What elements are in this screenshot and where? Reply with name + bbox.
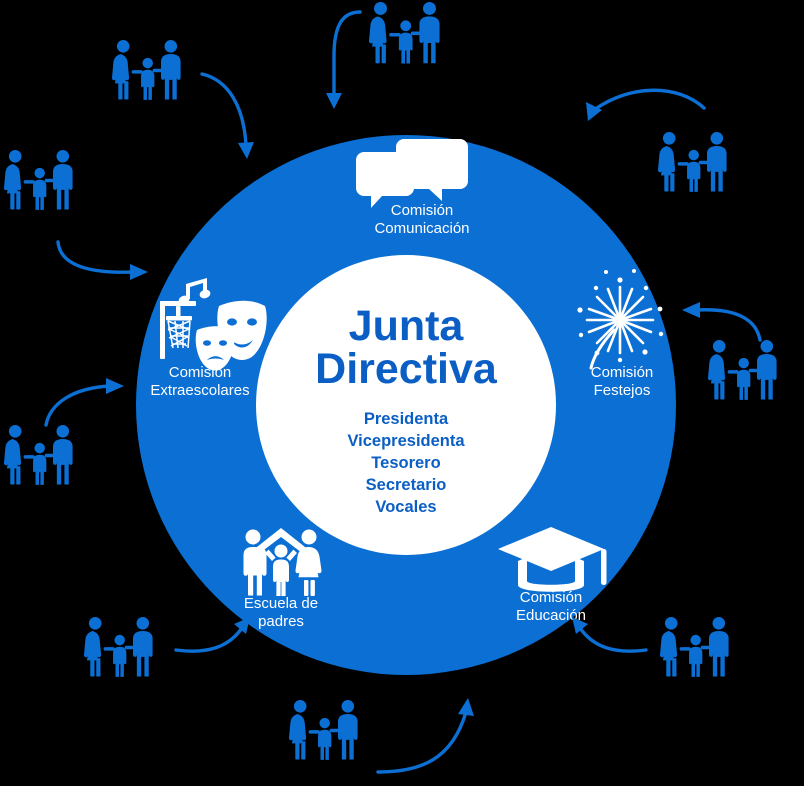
role-vocales: Vocales (375, 498, 436, 516)
family-house-icon (243, 528, 322, 596)
family-top-right (657, 132, 727, 192)
speech-bubbles-icon (356, 139, 468, 208)
commission-escuela-padres-label-1: Escuela de (244, 595, 318, 612)
commission-escuela-padres-label-2: padres (258, 613, 304, 630)
family-top (368, 2, 440, 64)
basketball-music-masks-icon (160, 278, 267, 371)
center-block: Junta Directiva Presidenta Vicepresident… (315, 302, 498, 516)
role-presidenta: Presidenta (364, 410, 449, 428)
role-vicepresidenta: Vicepresidenta (347, 432, 465, 450)
arrow-bottom (376, 698, 474, 774)
family-right (707, 340, 777, 400)
fireworks-sparks-icon (577, 269, 664, 363)
fireworks-icon (585, 285, 655, 370)
commission-extraescolares-label-1: Comisión (169, 364, 232, 381)
surrounding-families (3, 2, 777, 774)
arrow-bottom-left (174, 617, 250, 653)
family-bottom (288, 700, 358, 760)
commission-educacion[interactable]: Comisión Educación (498, 527, 607, 624)
graduation-cap-icon (498, 527, 607, 592)
role-tesorero: Tesorero (371, 454, 440, 472)
arrow-bottom-right (572, 617, 648, 653)
family-left-lower (3, 425, 73, 485)
arrow-top-right (586, 88, 706, 121)
arrow-top (326, 10, 362, 109)
center-title-line2: Directiva (315, 345, 498, 393)
commission-extraescolares[interactable]: Comisión Extraescolares (150, 278, 267, 399)
commission-festejos-label-2: Festejos (594, 382, 651, 399)
role-secretario: Secretario (366, 476, 447, 494)
arrow-left (56, 240, 148, 280)
arrow-right (682, 302, 762, 342)
arrow-left-lower (44, 378, 124, 427)
commission-escuela-padres[interactable]: Escuela de padres (243, 528, 322, 630)
commission-comunicacion-label-1: Comisión (391, 202, 454, 219)
commission-festejos-label-1: Comisión (591, 364, 654, 381)
commission-comunicacion-label-2: Comunicación (374, 220, 469, 237)
commission-festejos[interactable]: Comisión Festejos (577, 269, 664, 399)
center-title-line1: Junta (349, 302, 465, 350)
arrow-top-left (200, 72, 254, 159)
commission-educacion-label-2: Educación (516, 607, 586, 624)
family-bottom-left (83, 617, 153, 677)
family-left (3, 150, 73, 210)
family-bottom-right (659, 617, 729, 677)
commission-comunicacion[interactable]: Comisión Comunicación (356, 139, 470, 237)
commission-educacion-label-1: Comisión (520, 589, 583, 606)
family-top-left (111, 40, 181, 100)
commission-extraescolares-label-2: Extraescolares (150, 382, 249, 399)
